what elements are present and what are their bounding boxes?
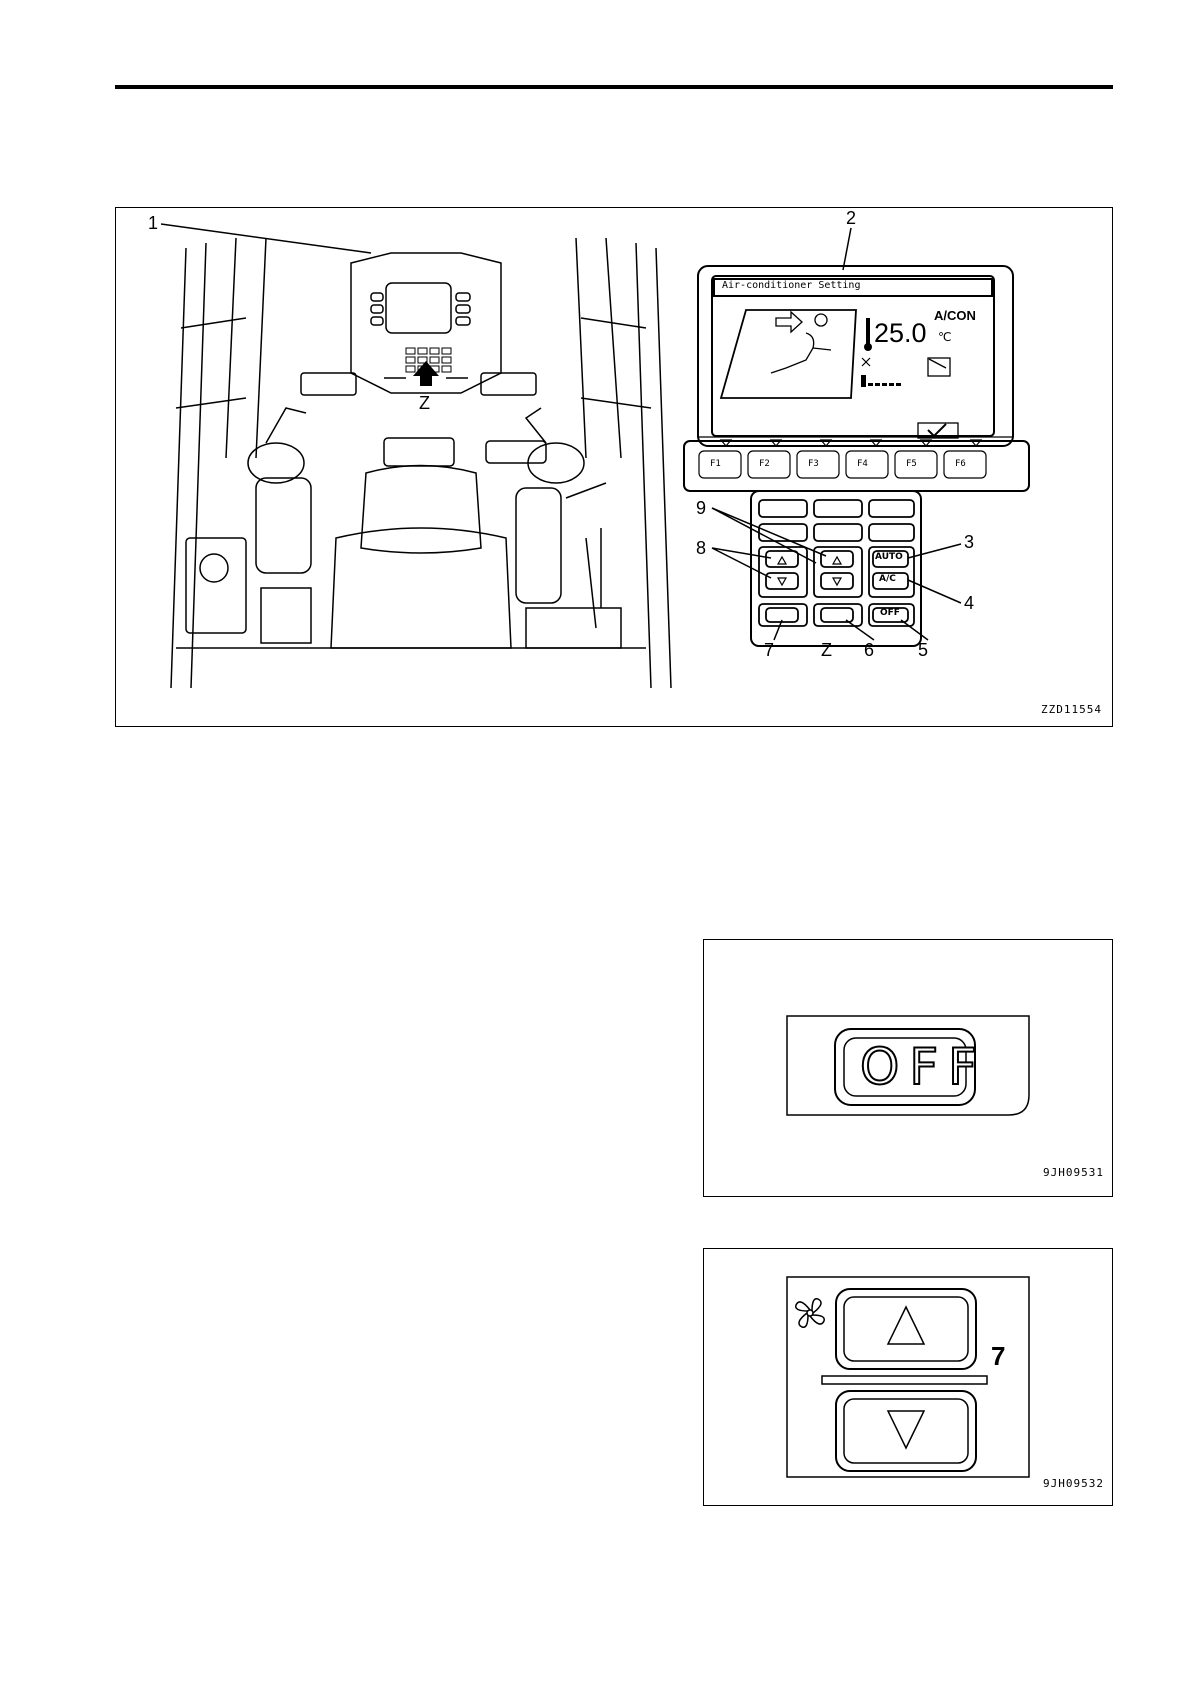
figure-cab-overview: 1 2 3 4 5 6 7 8 9 Z Z Air-conditioner Se… <box>115 207 1113 727</box>
header-rule <box>115 85 1113 89</box>
panel-off-label: OFF <box>880 608 900 618</box>
fan-level-label: 7 <box>991 1341 1005 1372</box>
callout-5: 5 <box>918 640 928 661</box>
fkey-f6: F6 <box>955 459 966 469</box>
callout-1: 1 <box>148 213 158 234</box>
fan-icon <box>796 1299 825 1328</box>
callout-9: 9 <box>696 498 706 519</box>
panel-auto-label: AUTO <box>875 552 903 562</box>
callout-4: 4 <box>964 593 974 614</box>
figure-off-switch: OFF 9JH09531 <box>703 939 1113 1197</box>
off-button-label: OFF <box>860 1038 987 1096</box>
figure-code: 9JH09532 <box>1043 1477 1104 1490</box>
fkey-f3: F3 <box>808 459 819 469</box>
fkey-f5: F5 <box>906 459 917 469</box>
monitor-temperature-unit: ℃ <box>938 330 951 344</box>
fan-switch-illustration <box>704 1249 1114 1507</box>
figure-code: 9JH09531 <box>1043 1166 1104 1179</box>
callout-8: 8 <box>696 538 706 559</box>
fkey-f1: F1 <box>710 459 721 469</box>
figure-code: ZZD11554 <box>1041 703 1102 716</box>
fkey-f2: F2 <box>759 459 770 469</box>
monitor-title: Air-conditioner Setting <box>722 280 860 291</box>
callout-6: 6 <box>864 640 874 661</box>
callout-3: 3 <box>964 532 974 553</box>
view-label-z-panel: Z <box>821 640 832 661</box>
callout-2: 2 <box>846 208 856 229</box>
figure-fan-switch: 7 9JH09532 <box>703 1248 1113 1506</box>
monitor-temperature: 25.0 <box>874 318 927 349</box>
callout-7: 7 <box>764 640 774 661</box>
fkey-f4: F4 <box>857 459 868 469</box>
view-label-z: Z <box>419 393 430 414</box>
panel-ac-label: A/C <box>879 574 896 584</box>
monitor-mode: A/CON <box>934 308 976 323</box>
